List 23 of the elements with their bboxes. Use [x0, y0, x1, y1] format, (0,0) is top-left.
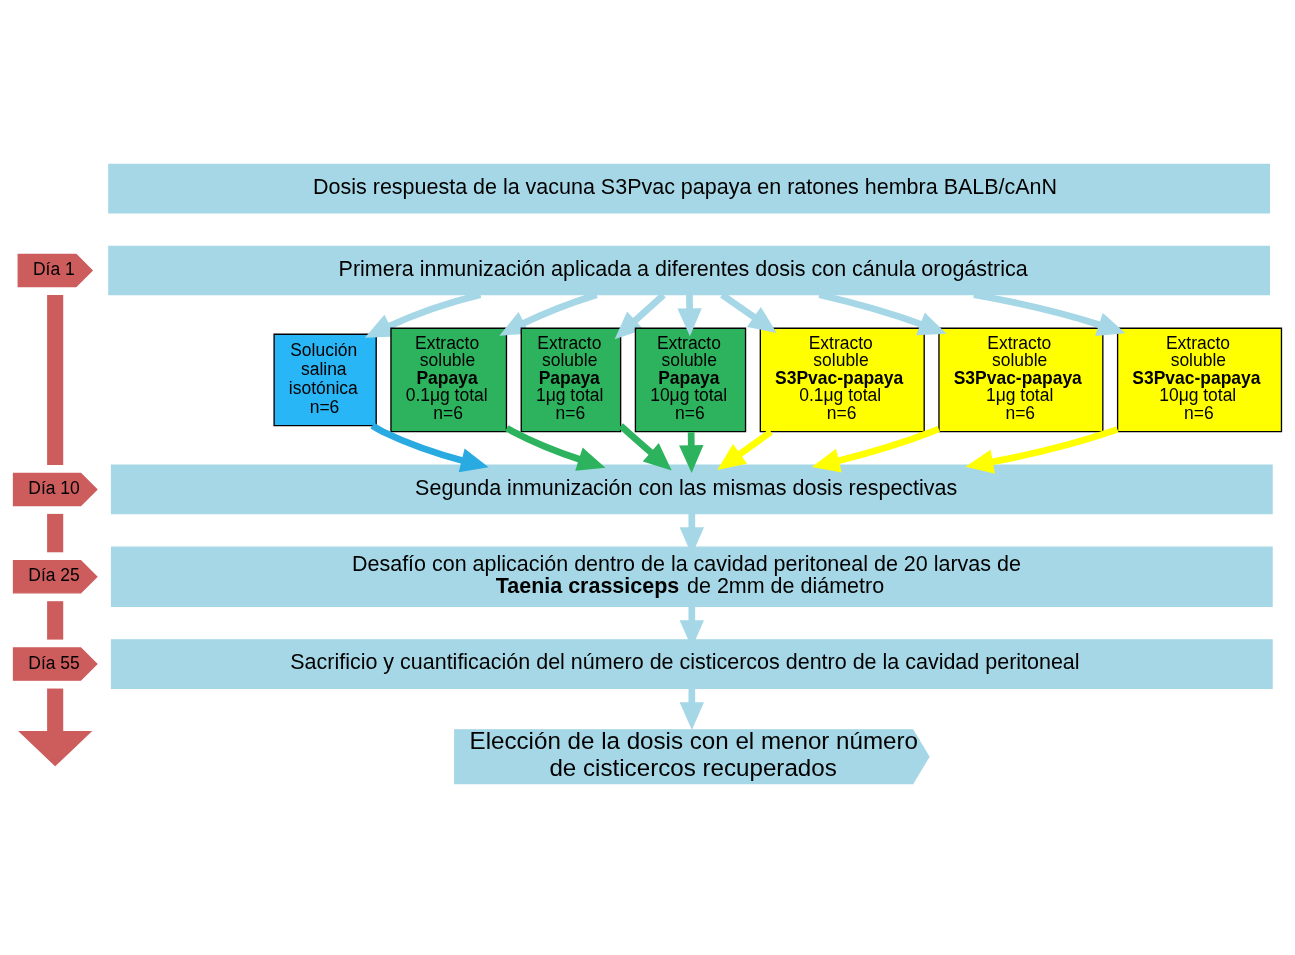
node-box: Segunda inmunización con las mismas dosis respectivas — [110, 464, 1273, 514]
node-box: Extracto soluble S3Pvac-papaya 1μg total n=6 — [938, 327, 1104, 432]
arrow — [505, 424, 606, 471]
arrow — [18, 688, 93, 766]
node-box: Extracto soluble S3Pvac-papaya 10μg total n=6 — [1116, 327, 1283, 432]
node-box: Extracto soluble Papaya 1μg total n=6 — [520, 327, 622, 432]
arrow — [717, 428, 773, 470]
arrow — [614, 292, 666, 339]
arrow — [618, 422, 672, 471]
arrow — [811, 425, 940, 472]
arrow — [370, 422, 489, 472]
connector — [47, 600, 64, 640]
connector — [47, 294, 64, 465]
arrow — [965, 425, 1119, 474]
node-box: Primera inmunización aplicada a diferentes dosis con cánula orogástrica — [108, 245, 1271, 295]
node-box: Extracto soluble Papaya 0.1μg total n=6 — [390, 327, 508, 432]
node-box: Extracto soluble Papaya 10μg total n=6 — [634, 327, 747, 432]
node-box: Solución salina isotónica n=6 — [273, 333, 377, 426]
node-box: Extracto soluble S3Pvac-papaya 0.1μg total n=6 — [759, 327, 925, 432]
node-box: Sacrificio y cuantificación del número de cisticercos dentro de la cavidad peritoneal — [110, 638, 1273, 689]
connector — [47, 513, 64, 552]
node-box: Desafío con aplicación dentro de la cavidad peritoneal de 20 larvas de Taenia crassiceps de 2mm de diámetro — [110, 546, 1273, 607]
node-box: Dosis respuesta de la vacuna S3Pvac papaya en ratones hembra BALB/cAnN — [108, 163, 1271, 213]
